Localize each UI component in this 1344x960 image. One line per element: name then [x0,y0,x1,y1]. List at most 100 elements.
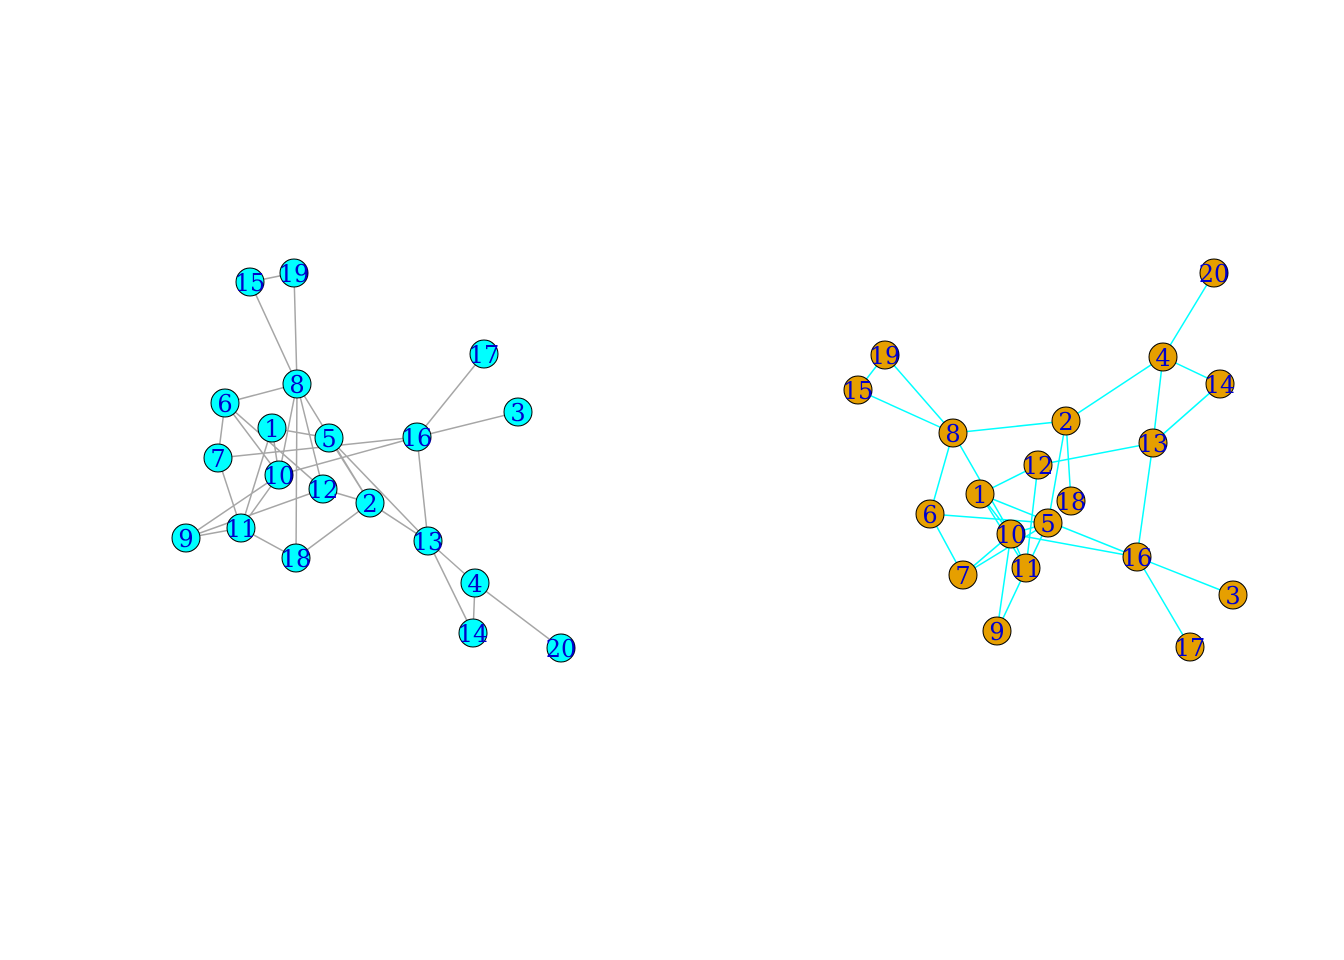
left-node-4 [460,568,490,598]
right-node-10 [996,519,1026,549]
right-node-15 [843,375,873,405]
right-node-label-11: 11 [1011,555,1042,583]
left-edge-19-8 [293,272,298,385]
right-node-11 [1011,553,1041,583]
left-node-label-3: 3 [510,399,525,427]
right-node-label-14: 14 [1205,371,1236,399]
left-edge-13-14 [427,540,474,634]
left-node-9 [171,523,201,553]
left-edge-8-10 [278,383,298,476]
right-node-label-18: 18 [1056,488,1087,516]
right-node-label-15: 15 [843,377,874,405]
left-node-label-19: 19 [279,260,310,288]
left-edge-10-9 [185,474,280,539]
right-node-label-17: 17 [1175,634,1206,662]
right-node-label-3: 3 [1225,582,1240,610]
left-node-16 [402,422,432,452]
left-node-6 [210,388,240,418]
left-edge-9-12 [185,488,324,539]
left-node-label-10: 10 [264,462,295,490]
left-node-label-13: 13 [413,528,444,556]
right-node-label-19: 19 [870,342,901,370]
left-edge-18-2 [295,502,371,559]
right-node-9 [982,616,1012,646]
right-node-label-5: 5 [1040,510,1055,538]
right-edge-16-17 [1136,556,1191,648]
right-edge-10-9 [996,533,1012,632]
left-edge-5-13 [328,437,429,542]
right-node-19 [870,340,900,370]
right-node-4 [1148,342,1178,372]
right-node-2 [1051,406,1081,436]
left-node-label-4: 4 [467,570,482,598]
left-node-label-12: 12 [308,476,339,504]
right-edge-19-8 [884,354,954,434]
left-edge-8-18 [295,383,298,559]
right-node-16 [1122,542,1152,572]
left-node-14 [458,618,488,648]
left-node-label-15: 15 [235,269,266,297]
right-node-label-1: 1 [972,481,987,509]
left-edge-7-16 [217,436,418,459]
right-edge-13-12 [1037,442,1154,466]
right-node-14 [1205,369,1235,399]
right-edge-8-2 [952,420,1067,434]
right-node-6 [915,499,945,529]
left-node-1 [257,413,287,443]
left-node-label-2: 2 [362,490,377,518]
right-node-label-4: 4 [1155,344,1170,372]
right-edge-7-5 [962,522,1049,576]
left-node-label-7: 7 [210,445,225,473]
left-node-label-17: 17 [469,341,500,369]
left-node-12 [308,474,338,504]
right-edge-14-13 [1152,383,1221,444]
right-node-label-8: 8 [945,420,960,448]
left-node-7 [203,443,233,473]
right-node-1 [965,479,995,509]
right-node-12 [1023,450,1053,480]
right-edge-2-5 [1047,420,1067,524]
right-node-label-16: 16 [1122,544,1153,572]
right-node-18 [1056,486,1086,516]
right-edge-15-8 [857,389,954,434]
right-edge-10-16 [1010,533,1138,558]
right-node-label-7: 7 [955,562,970,590]
left-edge-15-8 [249,281,298,385]
left-node-8 [282,369,312,399]
left-node-3 [503,397,533,427]
right-node-7 [948,560,978,590]
left-edge-16-3 [416,411,519,438]
right-node-17 [1175,632,1205,662]
right-node-label-10: 10 [996,521,1027,549]
left-node-label-18: 18 [281,545,312,573]
left-node-20 [546,633,576,663]
right-edge-6-5 [929,513,1049,524]
left-node-label-11: 11 [226,515,257,543]
left-node-label-20: 20 [546,635,577,663]
left-edge-10-16 [278,436,418,476]
right-node-label-6: 6 [922,501,937,529]
right-edge-12-11 [1025,464,1039,569]
left-node-15 [235,267,265,297]
right-node-label-12: 12 [1023,452,1054,480]
left-node-11 [226,513,256,543]
right-edge-16-3 [1136,556,1234,596]
left-node-label-14: 14 [458,620,489,648]
left-node-18 [281,543,311,573]
right-node-label-20: 20 [1199,260,1230,288]
left-edge-16-17 [416,353,485,438]
right-node-label-13: 13 [1138,430,1169,458]
left-node-13 [413,526,443,556]
left-edge-16-13 [416,436,429,542]
left-node-label-1: 1 [264,415,279,443]
right-edge-4-20 [1162,272,1215,358]
left-edge-6-10 [224,402,280,476]
left-node-2 [355,488,385,518]
right-node-13 [1138,428,1168,458]
left-node-label-9: 9 [178,525,193,553]
right-node-label-9: 9 [989,618,1004,646]
right-edge-2-4 [1065,356,1164,422]
